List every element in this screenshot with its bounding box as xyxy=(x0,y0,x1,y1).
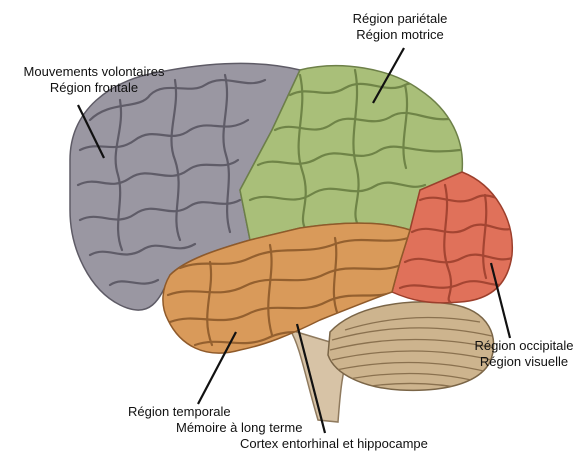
occipital-label-line2: Région visuelle xyxy=(466,354,582,370)
frontal-label-line1: Mouvements volontaires xyxy=(8,64,180,80)
occipital-label: Région occipitale Région visuelle xyxy=(466,338,582,370)
parietal-label-line1: Région pariétale xyxy=(330,11,470,27)
frontal-label: Mouvements volontaires Région frontale xyxy=(8,64,180,96)
temporal-label-line2: Mémoire à long terme xyxy=(60,420,450,436)
parietal-label-line2: Région motrice xyxy=(330,27,470,43)
parietal-label: Région pariétale Région motrice xyxy=(330,11,470,43)
temporal-label-line3: Cortex entorhinal et hippocampe xyxy=(60,436,450,452)
frontal-label-line2: Région frontale xyxy=(8,80,180,96)
temporal-label: Région temporale Mémoire à long terme Co… xyxy=(60,404,450,452)
temporal-label-line1: Région temporale xyxy=(60,404,450,420)
occipital-label-line1: Région occipitale xyxy=(466,338,582,354)
